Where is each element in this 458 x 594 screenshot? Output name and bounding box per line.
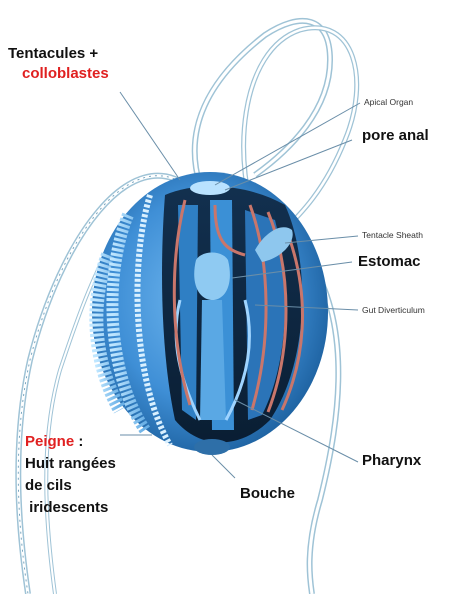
- tentacle-top: [191, 17, 334, 186]
- label-colloblastes: colloblastes: [22, 65, 109, 82]
- label-pharynx: Pharynx: [362, 452, 422, 469]
- label-peigne-word: Peigne: [25, 433, 75, 450]
- label-peigne-line2: Huit rangées: [25, 455, 116, 472]
- label-peigne-line3: de cils: [25, 477, 72, 494]
- label-peigne-colon: :: [74, 433, 84, 450]
- leader-tentacle-sheath: [284, 235, 359, 244]
- label-tentacules: Tentacules +: [8, 45, 99, 62]
- label-apical-organ: Apical Organ: [364, 97, 414, 107]
- leader-tentacules: [119, 91, 181, 181]
- leader-estomac: [231, 261, 353, 279]
- ctenophore-body: [89, 172, 328, 455]
- label-tentacle-sheath: Tentacle Sheath: [362, 230, 423, 240]
- label-pore-anal: pore anal: [362, 127, 429, 144]
- leader-apical-organ: [214, 102, 361, 186]
- label-gut-diverticulum: Gut Diverticulum: [362, 305, 425, 315]
- tentacle-left: [15, 172, 192, 594]
- label-bouche: Bouche: [240, 485, 296, 502]
- label-peigne-line4: iridescents: [25, 499, 109, 516]
- leader-gut-diverticulum: [254, 304, 359, 311]
- leader-pore-anal: [224, 139, 353, 191]
- leader-bouche: [211, 454, 236, 479]
- tentacle-loop: [241, 25, 360, 236]
- leader-pharynx: [234, 399, 359, 463]
- label-peigne: Peigne :: [25, 433, 83, 451]
- label-estomac: Estomac: [358, 253, 421, 270]
